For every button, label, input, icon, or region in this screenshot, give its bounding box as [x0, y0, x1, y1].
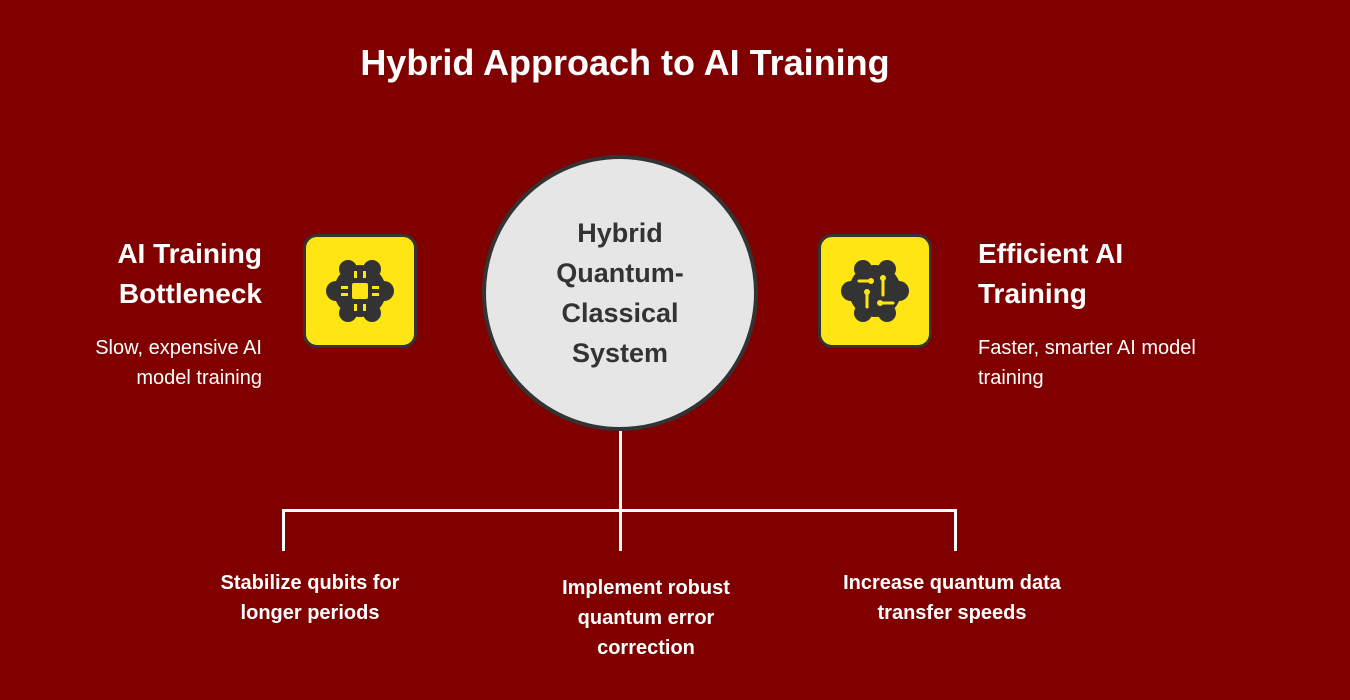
- branch-item-2: Implement robust quantum error correctio…: [496, 573, 796, 663]
- branch-text-line: correction: [597, 637, 695, 659]
- right-description: Faster, smarter AI model training: [978, 333, 1298, 393]
- branch-text-line: transfer speeds: [877, 602, 1027, 624]
- center-text-line: Classical: [561, 298, 679, 328]
- branch-text-line: Stabilize qubits for: [220, 572, 400, 594]
- center-node: Hybrid Quantum- Classical System: [482, 155, 758, 431]
- left-description: Slow, expensive AI model training: [20, 333, 262, 393]
- left-desc-line: model training: [136, 367, 262, 389]
- brain-chip-icon: [303, 234, 417, 348]
- branch-text-line: longer periods: [240, 602, 380, 624]
- connector-branch-1: [282, 509, 285, 551]
- branch-text-line: Implement robust: [562, 577, 730, 599]
- center-text-line: Quantum-: [556, 258, 684, 288]
- right-desc-line: training: [978, 367, 1044, 389]
- left-desc-line: Slow, expensive AI: [95, 337, 262, 359]
- center-text-line: System: [571, 338, 669, 368]
- right-heading-line: Efficient AI: [978, 238, 1124, 269]
- branch-text-line: quantum error: [577, 607, 715, 629]
- right-heading-line: Training: [978, 278, 1087, 309]
- diagram-title: Hybrid Approach to AI Training: [360, 42, 890, 83]
- branch-item-3: Increase quantum data transfer speeds: [802, 568, 1102, 628]
- connector-branch-3: [954, 509, 957, 551]
- right-heading: Efficient AI Training: [978, 234, 1278, 314]
- connector-horizontal: [282, 509, 957, 512]
- left-heading-line: AI Training: [117, 238, 262, 269]
- left-heading-line: Bottleneck: [118, 278, 262, 309]
- center-text-line: Hybrid: [577, 218, 663, 248]
- branch-item-1: Stabilize qubits for longer periods: [160, 568, 460, 628]
- connector-trunk: [619, 431, 622, 551]
- branch-text-line: Increase quantum data: [843, 572, 1061, 594]
- brain-circuit-icon: [818, 234, 932, 348]
- left-heading: AI Training Bottleneck: [40, 234, 262, 314]
- right-desc-line: Faster, smarter AI model: [978, 337, 1196, 359]
